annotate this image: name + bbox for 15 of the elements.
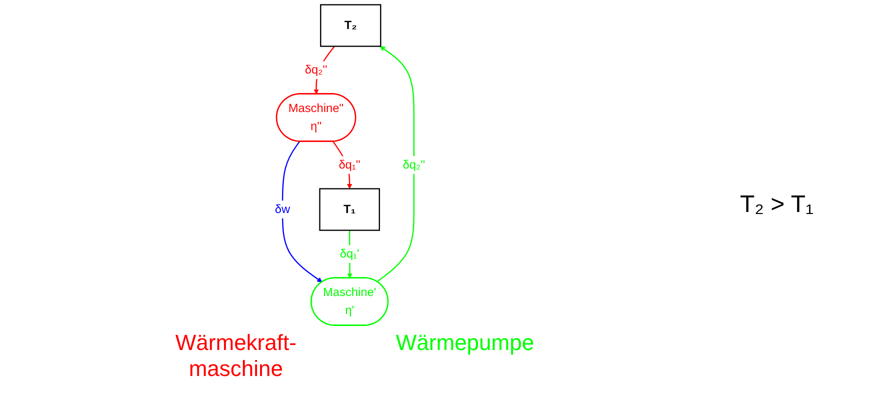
condition-note: T₂ > T₁ xyxy=(740,191,814,219)
edge-label: δq₂'' xyxy=(402,158,426,172)
edge-label: δq₁' xyxy=(340,248,360,261)
arrow xyxy=(332,141,352,189)
arrow xyxy=(282,141,322,282)
node-box: T₁ xyxy=(319,188,380,231)
caption-label: Wärmepumpe xyxy=(396,330,534,357)
arrow xyxy=(376,46,415,282)
arrow xyxy=(347,230,352,278)
edge-label: δw xyxy=(274,202,290,216)
arrow xyxy=(314,46,335,94)
caption-label: Wärmekraft- maschine xyxy=(174,330,298,382)
edge-label: δq₂'' xyxy=(304,64,328,77)
edge-label: δq₁'' xyxy=(338,158,360,172)
node-box: T₂ xyxy=(320,4,382,47)
